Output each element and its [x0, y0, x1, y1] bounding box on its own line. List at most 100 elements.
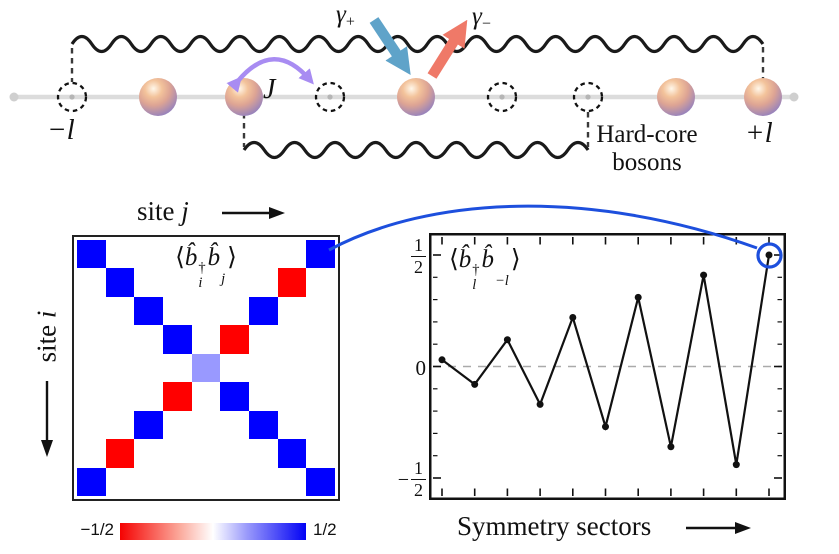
rangle: ⟩: [510, 246, 521, 273]
matrix-cell: [220, 410, 249, 440]
matrix-cell: [248, 240, 278, 269]
index-j-sub: j: [221, 271, 226, 288]
matrix-cell: [248, 467, 278, 496]
langle: ⟨: [449, 246, 459, 273]
loss-rate-label: γ−: [472, 3, 491, 33]
matrix-cell: [277, 240, 307, 269]
bath-connectors: [70, 47, 765, 147]
chain-end-dot-left: [9, 92, 19, 102]
lattice-schematic: [9, 17, 799, 160]
matrix-cell: [162, 382, 192, 411]
matrix-cell: [105, 410, 135, 440]
ylabel-text: site: [31, 324, 62, 362]
index-minus-l-sub: −l: [495, 273, 509, 290]
data-point: [700, 271, 708, 279]
gain-rate-label: γ+: [336, 1, 355, 31]
matrix-cell: [134, 296, 163, 326]
matrix-cell: [162, 268, 192, 297]
matrix-cell: [277, 353, 307, 383]
dagger-sup: †: [198, 260, 206, 277]
matrix-cell: [77, 467, 106, 496]
ylabel-variable: i: [31, 310, 62, 318]
operator-b1: b̂: [458, 246, 472, 273]
matrix-cell: [277, 382, 307, 411]
matrix-cell: [105, 325, 135, 354]
gamma-plus-subscript: +: [345, 13, 355, 31]
matrix-cell: [191, 268, 221, 297]
matrix-cell: [220, 240, 249, 269]
empty-site-dot: [585, 94, 591, 100]
matrix-cell: [191, 410, 221, 440]
empty-site-dot: [69, 94, 75, 100]
matrix-cell: [134, 439, 163, 468]
chain-end-dot-right: [789, 92, 799, 102]
frac-denominator: 2: [414, 257, 423, 278]
matrix-cell: [306, 382, 335, 411]
lattice-sites: [56, 78, 782, 116]
empty-sup: [221, 258, 225, 273]
hard-core-bosons-label: Hard-core bosons: [567, 121, 727, 177]
matrix-cell: [248, 353, 278, 383]
matrix-cell: [162, 325, 192, 354]
matrix-cell: [162, 240, 192, 269]
empty-sup: [495, 260, 509, 275]
empty-site-dot: [499, 94, 505, 100]
gamma-minus-symbol: γ: [472, 3, 482, 30]
data-point: [765, 251, 773, 259]
matrix-cell: [191, 467, 221, 496]
matrix-cell: [220, 353, 249, 383]
matrix-cell: [248, 439, 278, 468]
matrix-cell: [105, 268, 135, 297]
matrix-cell: [191, 325, 221, 354]
data-point: [667, 443, 675, 451]
matrix-cell: [306, 325, 335, 354]
matrix-cell: [105, 353, 135, 383]
matrix-cell: [105, 240, 135, 269]
matrix-cell: [220, 439, 249, 468]
matrix-cell: [220, 268, 249, 297]
bosons-label-line1: Hard-core: [596, 121, 698, 148]
bath-wavy-line-top: [70, 34, 765, 54]
matrix-cell: [77, 325, 106, 354]
gamma-minus-subscript: −: [481, 15, 491, 33]
data-point: [438, 356, 446, 364]
data-point: [471, 380, 479, 388]
matrix-cell: [191, 296, 221, 326]
gamma-plus-symbol: γ: [336, 1, 346, 28]
matrix-cell: [162, 296, 192, 326]
matrix-cell: [77, 382, 106, 411]
heatmap-yaxis-label: site i: [22, 282, 72, 390]
arrow-down-icon: [41, 381, 53, 457]
frac-numerator: 1: [411, 235, 426, 258]
heatmap-xaxis-label: site j: [137, 196, 189, 227]
dagger-sup: †: [472, 262, 480, 279]
matrix-cell: [134, 268, 163, 297]
empty-site-circle: [572, 81, 604, 113]
matrix-cell: [306, 439, 335, 468]
matrix-cell: [162, 439, 192, 468]
heatmap-frame: [72, 235, 340, 501]
hopping-arc-arrow: [226, 57, 314, 93]
matrix-cell: [306, 467, 335, 496]
matrix-cell: [277, 325, 307, 354]
boson-sphere: [744, 78, 782, 116]
matrix-cell: [277, 467, 307, 496]
matrix-cell: [191, 240, 221, 269]
matrix-cell: [306, 410, 335, 440]
matrix-cell: [77, 268, 106, 297]
matrix-cell: [248, 382, 278, 411]
minus-sign: −: [397, 468, 409, 491]
data-point: [602, 423, 609, 431]
matrix-cell: [306, 353, 335, 383]
matrix-cell: [248, 410, 278, 440]
hopping-label: J: [263, 74, 276, 105]
ytick-label-zero: 0: [415, 356, 427, 380]
matrix-cell: [162, 410, 192, 440]
matrix-cell: [306, 268, 335, 297]
empty-site-circle: [486, 81, 518, 113]
data-point: [569, 313, 577, 321]
operator-b2: b̂: [207, 244, 221, 271]
